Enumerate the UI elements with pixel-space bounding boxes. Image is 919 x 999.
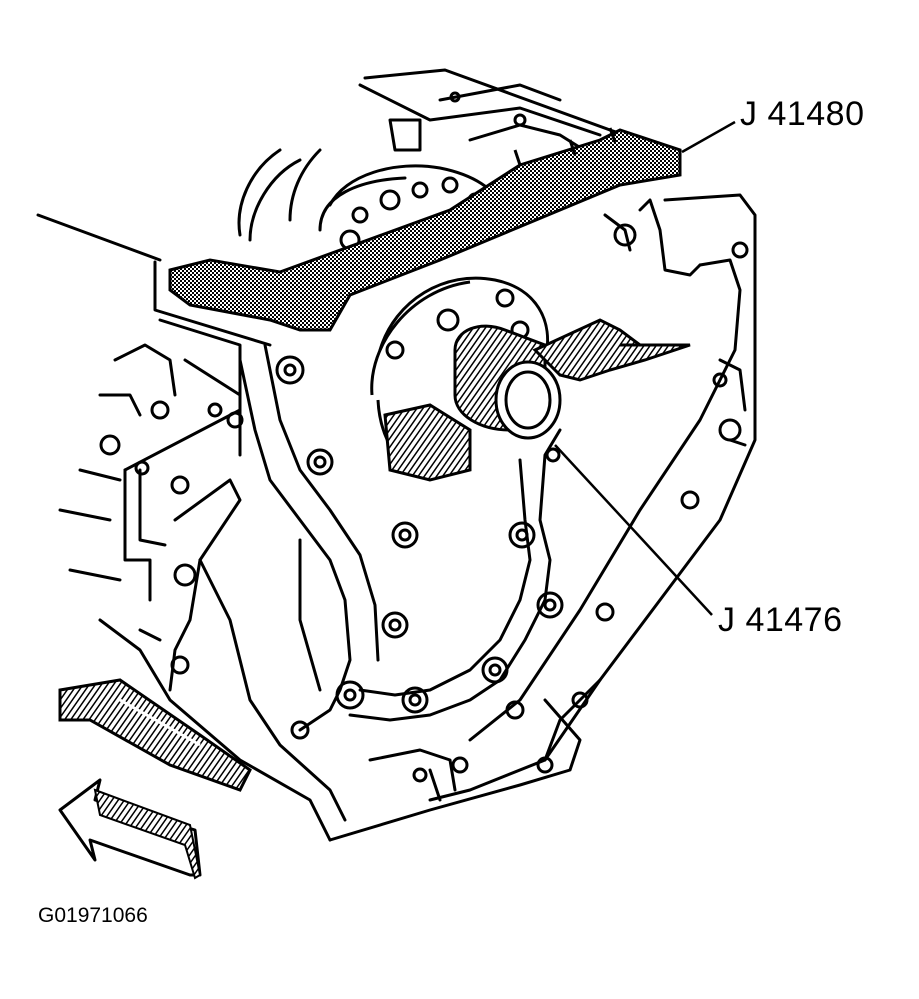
crank-holding-tool xyxy=(383,318,691,482)
front-cover-outline xyxy=(428,193,757,802)
leader-line-bottom xyxy=(554,444,713,616)
block-edge xyxy=(158,318,242,402)
block-holes xyxy=(99,241,749,783)
block-edge xyxy=(36,213,162,262)
figure-id: G01971066 xyxy=(38,904,148,927)
block-edge xyxy=(153,260,272,347)
callout-j41480: J 41480 xyxy=(740,95,865,133)
block-left-details xyxy=(58,343,177,642)
direction-arrow-icon xyxy=(58,778,202,880)
belt-texture xyxy=(58,678,252,792)
block-ribs xyxy=(98,343,602,842)
leader-line-top xyxy=(681,120,736,154)
cover-bolts xyxy=(275,223,637,714)
cam-locking-bar-tool xyxy=(168,127,682,332)
callout-j41476: J 41476 xyxy=(718,601,843,639)
